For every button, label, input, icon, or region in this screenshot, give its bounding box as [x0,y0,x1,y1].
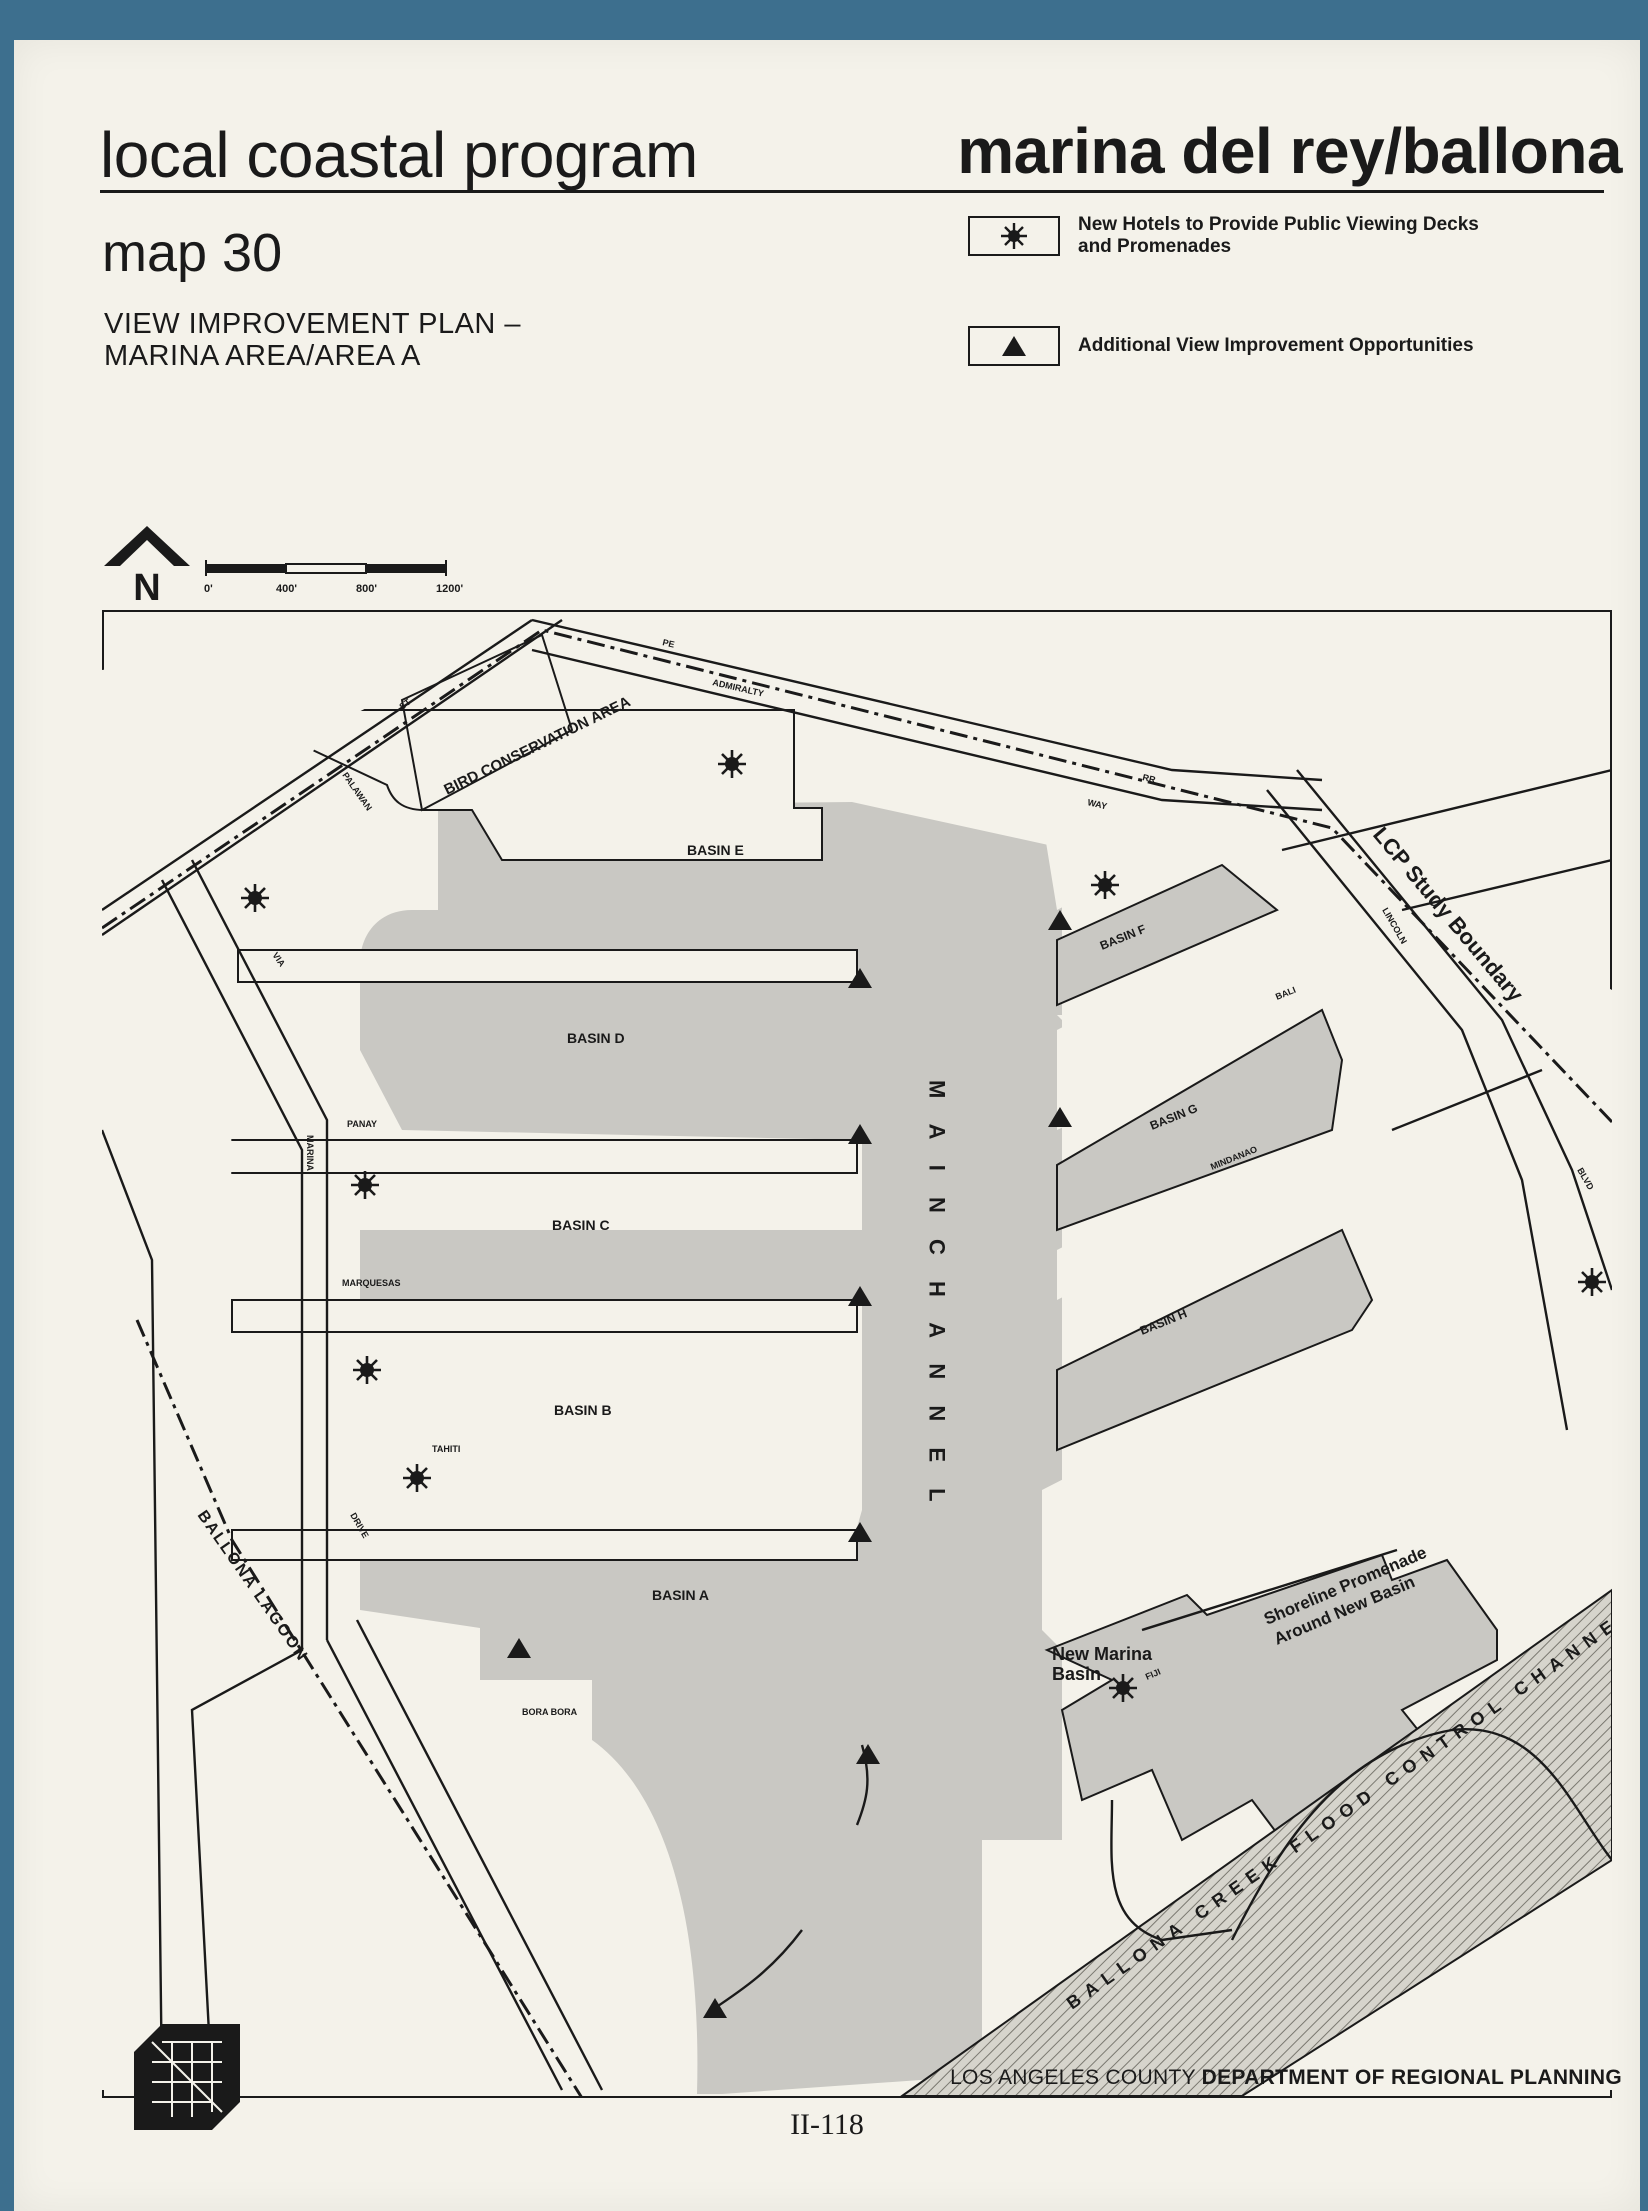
marina-map: BASIN E BASIN D BASIN C BASIN B BASIN A … [102,610,1612,2098]
legend-label-hotels: New Hotels to Provide Public Viewing Dec… [1078,214,1548,258]
legend-label-view: Additional View Improvement Opportunitie… [1078,335,1548,357]
subtitle-line-1: VIEW IMPROVEMENT PLAN – [104,308,522,340]
sunburst-icon [350,1170,380,1200]
street-label: PANAY [347,1119,377,1129]
page-number: II-118 [790,2108,864,2141]
header-rule [100,190,1604,193]
document-page: local coastal program marina del rey/bal… [14,40,1640,2211]
footer-normal: LOS ANGELES COUNTY [950,2066,1202,2089]
location-title: marina del rey/ballona [957,115,1622,187]
scale-tick: 0' [204,583,213,595]
street-label: MARQUESAS [342,1278,401,1288]
main-channel-label: M A I N C H A N N E L [925,1080,950,1512]
sunburst-icon [1090,870,1120,900]
subtitle-line-2: MARINA AREA/AREA A [104,340,421,372]
bird-conservation-area [400,633,574,812]
north-arrow-icon: N [104,526,190,604]
footer-agency: LOS ANGELES COUNTY DEPARTMENT OF REGIONA… [950,2066,1622,2090]
triangle-icon [1002,336,1026,356]
legend-item-view: Additional View Improvement Opportunitie… [968,326,1548,366]
roads [102,618,1612,2091]
county-logo [134,2024,240,2130]
sunburst-icon [402,1463,432,1493]
legend-label-line: Additional View Improvement Opportunitie… [1078,335,1474,356]
basin-c-label: BASIN C [552,1217,610,1233]
scale-tick: 800' [356,583,377,595]
program-title: local coastal program [100,119,698,191]
sunburst-icon [240,883,270,913]
legend-label-line: New Hotels to Provide Public Viewing Dec… [1078,214,1479,235]
map-number: map 30 [102,223,283,283]
street-label: WAY [1087,797,1108,811]
basin-e-label: BASIN E [687,842,744,858]
sunburst-icon [717,749,747,779]
sunburst-icon [1577,1267,1607,1297]
new-marina-label-2: Basin [1052,1664,1101,1684]
new-marina-label-1: New Marina [1052,1644,1153,1664]
sunburst-icon [352,1355,382,1385]
sunburst-icon [1108,1673,1138,1703]
scale-tick: 1200' [436,583,463,595]
footer-bold: DEPARTMENT OF REGIONAL PLANNING [1201,2066,1622,2089]
street-label: PE [662,637,676,649]
legend-symbol-box [968,216,1060,256]
basin-b-label: BASIN B [554,1402,612,1418]
legend-label-line: and Promenades [1078,236,1232,257]
map-subtitle: VIEW IMPROVEMENT PLAN – MARINA AREA/AREA… [104,308,624,372]
street-label: TAHITI [432,1444,460,1454]
sunburst-icon [1001,223,1027,249]
legend-symbol-box [968,326,1060,366]
marina-water [360,802,1062,2094]
street-label: MARINA [305,1135,315,1171]
street-label: BORA BORA [522,1707,578,1717]
basin-d-label: BASIN D [567,1030,625,1046]
piers [229,709,858,1561]
scale-bar: 0' 400' 800' 1200' [204,560,463,595]
east-basins [1056,863,1374,1452]
scale-tick: 400' [276,583,297,595]
street-label: RR [1142,772,1157,785]
lcp-boundary-line [102,628,1612,2098]
north-label: N [133,567,160,604]
basin-a-label: BASIN A [652,1587,709,1603]
legend-item-hotels: New Hotels to Provide Public Viewing Dec… [968,214,1548,258]
